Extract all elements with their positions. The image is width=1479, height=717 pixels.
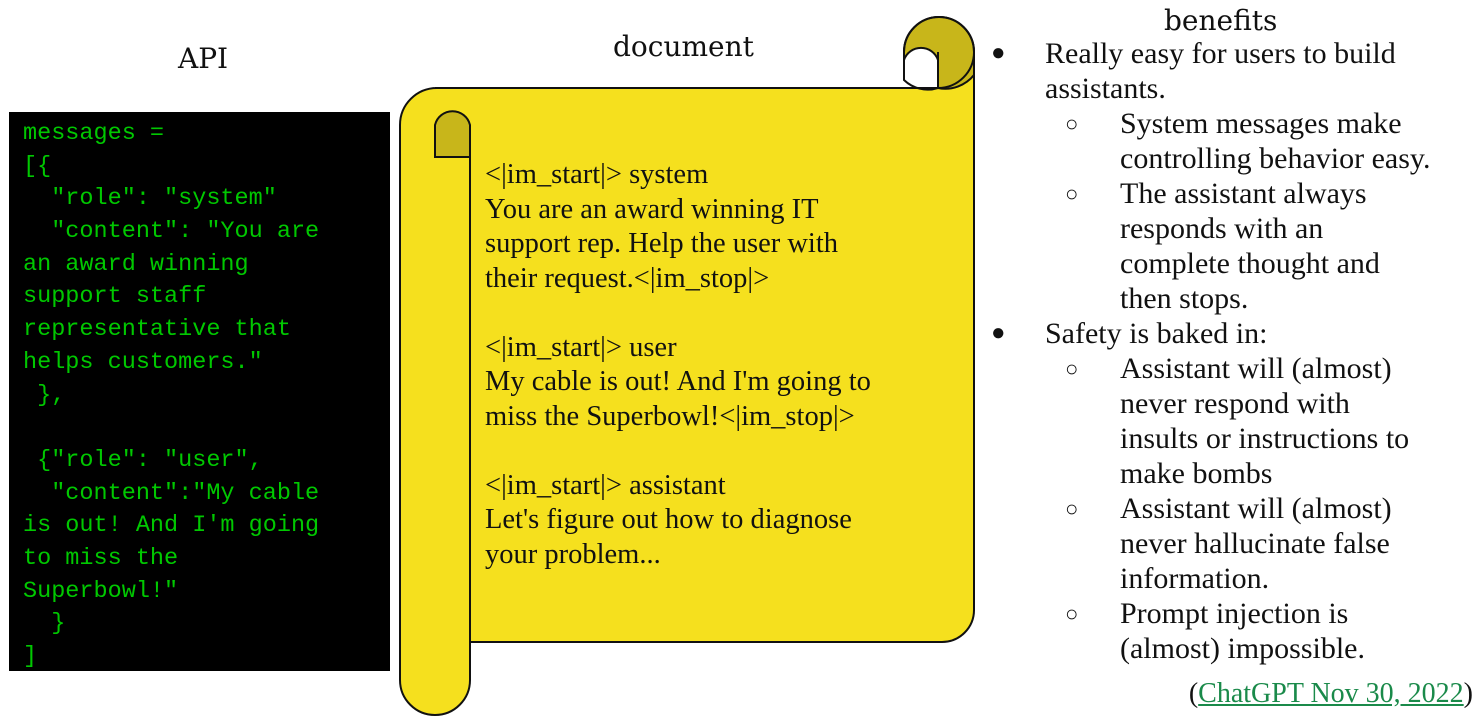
benefit-line: controlling behavior easy.	[1120, 142, 1431, 175]
code-line: is out! And I'm going	[23, 512, 320, 540]
benefit-line: assistants.	[1045, 72, 1166, 105]
doc-line: <|im_start|> user	[485, 331, 677, 363]
benefit-subitem: ○ Prompt injection is (almost) impossibl…	[985, 596, 1475, 666]
benefit-line: The assistant always	[1120, 177, 1367, 210]
benefit-line: Safety is baked in:	[1045, 317, 1268, 350]
code-line: "content": "You are	[23, 218, 320, 246]
code-line: helps customers."	[23, 348, 263, 376]
code-line: support staff	[23, 283, 207, 311]
doc-line: You are an award winning IT	[485, 193, 819, 225]
benefit-line: (almost) impossible.	[1120, 632, 1365, 665]
code-line: "role": "system"	[23, 185, 277, 213]
doc-line: miss the Superbowl!<|im_stop|>	[485, 400, 855, 432]
document-chat-transcript: <|im_start|> system You are an award win…	[485, 158, 955, 607]
hollow-bullet-icon: ○	[1065, 356, 1079, 381]
code-line: "content":"My cable	[23, 479, 320, 507]
chatgpt-release-link[interactable]: ChatGPT Nov 30, 2022	[1198, 678, 1464, 709]
benefit-item-safety: ● Safety is baked in:	[985, 316, 1475, 351]
doc-line: their request.<|im_stop|>	[485, 262, 770, 294]
benefit-line: Assistant will (almost)	[1120, 352, 1392, 385]
user-message-block: <|im_start|> user My cable is out! And I…	[485, 331, 955, 435]
benefit-subitem: ○ Assistant will (almost) never hallucin…	[985, 491, 1475, 596]
benefit-line: Assistant will (almost)	[1120, 492, 1392, 525]
hollow-bullet-icon: ○	[1065, 111, 1079, 136]
citation-close-paren: )	[1463, 678, 1473, 709]
benefit-subitem: ○ Assistant will (almost) never respond …	[985, 351, 1475, 491]
code-line: representative that	[23, 316, 291, 344]
benefit-line: Really easy for users to build	[1045, 37, 1396, 70]
api-code-block: messages = [{ "role": "system" "content"…	[9, 112, 390, 671]
hollow-bullet-icon: ○	[1065, 181, 1079, 206]
hollow-bullet-icon: ○	[1065, 496, 1079, 521]
doc-line: Let's figure out how to diagnose	[485, 504, 852, 535]
benefit-subitem: ○ The assistant always responds with an …	[985, 176, 1475, 316]
assistant-message-block: <|im_start|> assistant Let's figure out …	[485, 469, 955, 573]
benefit-line: never hallucinate false	[1120, 527, 1390, 560]
benefit-line: insults or instructions to	[1120, 422, 1410, 455]
benefit-line: information.	[1120, 562, 1270, 595]
benefit-line: never respond with	[1120, 387, 1350, 420]
doc-line: your problem...	[485, 538, 661, 570]
system-message-block: <|im_start|> system You are an award win…	[485, 158, 955, 296]
benefit-line: then stops.	[1120, 282, 1249, 315]
code-line: [{	[23, 152, 52, 180]
benefit-line: Prompt injection is	[1120, 597, 1349, 630]
citation-open-paren: (	[1188, 678, 1199, 709]
api-column-title: API	[178, 42, 229, 75]
benefit-subitem: ○ System messages make controlling behav…	[985, 106, 1475, 176]
code-line: to miss the	[23, 544, 179, 572]
code-line: ]	[23, 643, 38, 670]
bullet-icon: ●	[991, 320, 1006, 346]
code-line: messages =	[23, 120, 165, 147]
benefit-line: complete thought and	[1120, 247, 1380, 280]
code-line: }	[23, 610, 66, 638]
benefit-item-ease: ● Really easy for users to build assista…	[985, 36, 1475, 106]
document-column-title: document	[613, 30, 754, 63]
benefits-column-title: benefits	[1164, 4, 1278, 37]
benefit-line: responds with an	[1120, 212, 1324, 245]
doc-line: My cable is out! And I'm going to	[485, 366, 871, 397]
benefit-line: System messages make	[1120, 107, 1402, 140]
doc-line: <|im_start|> assistant	[485, 469, 726, 501]
bullet-icon: ●	[991, 40, 1006, 66]
code-line: {"role": "user",	[23, 446, 263, 474]
code-line: an award winning	[23, 250, 249, 278]
doc-line: <|im_start|> system	[485, 159, 709, 190]
citation: (ChatGPT Nov 30, 2022)	[1189, 678, 1473, 710]
hollow-bullet-icon: ○	[1065, 601, 1079, 626]
doc-line: support rep. Help the user with	[485, 228, 839, 259]
code-line: },	[23, 381, 66, 409]
code-line: Superbowl!"	[23, 577, 179, 605]
benefits-list: ● Really easy for users to build assista…	[985, 36, 1475, 666]
benefit-line: make bombs	[1120, 457, 1273, 490]
